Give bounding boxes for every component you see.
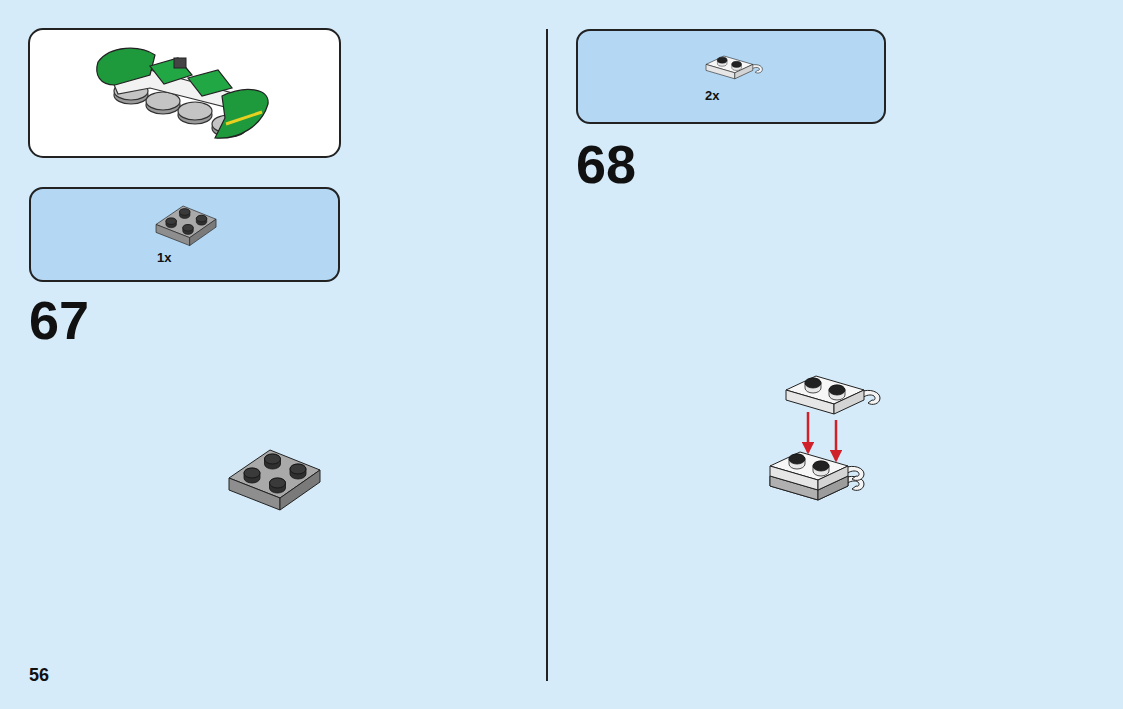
parts-box: 2x (576, 29, 886, 124)
step-number: 67 (29, 293, 89, 347)
parts-box: 1x (29, 187, 340, 282)
page-number: 56 (29, 666, 49, 684)
vehicle-preview (97, 48, 268, 138)
part-count: 1x (157, 251, 171, 264)
part-count: 2x (705, 89, 719, 102)
step-number: 68 (576, 137, 636, 191)
